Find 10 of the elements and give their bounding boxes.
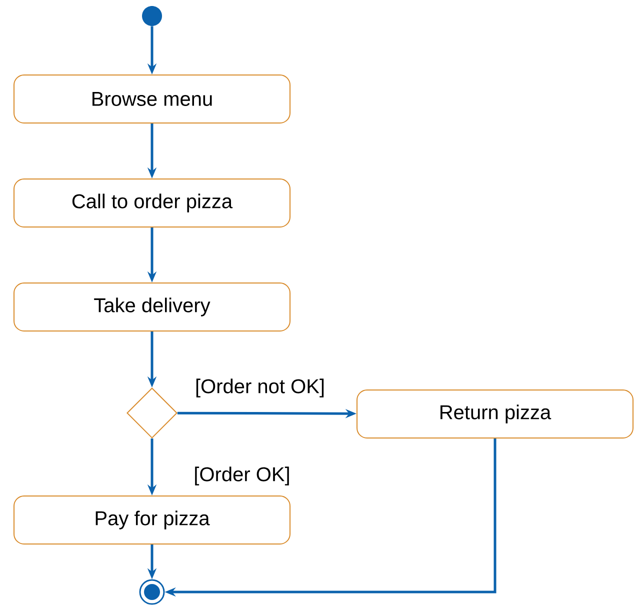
end-bullseye — [139, 579, 165, 605]
action-box: Call to order pizza — [14, 178, 290, 228]
action-box: Take delivery — [14, 282, 290, 332]
action-box: Return pizza — [356, 390, 634, 438]
action-box: Pay for pizza — [14, 496, 290, 544]
action-box: Browse menu — [14, 74, 290, 124]
edge-label: [Order not OK] — [194, 378, 326, 398]
edge-label: [Order OK] — [192, 466, 292, 486]
start-dot — [142, 6, 162, 26]
decision-diamond — [126, 388, 178, 438]
